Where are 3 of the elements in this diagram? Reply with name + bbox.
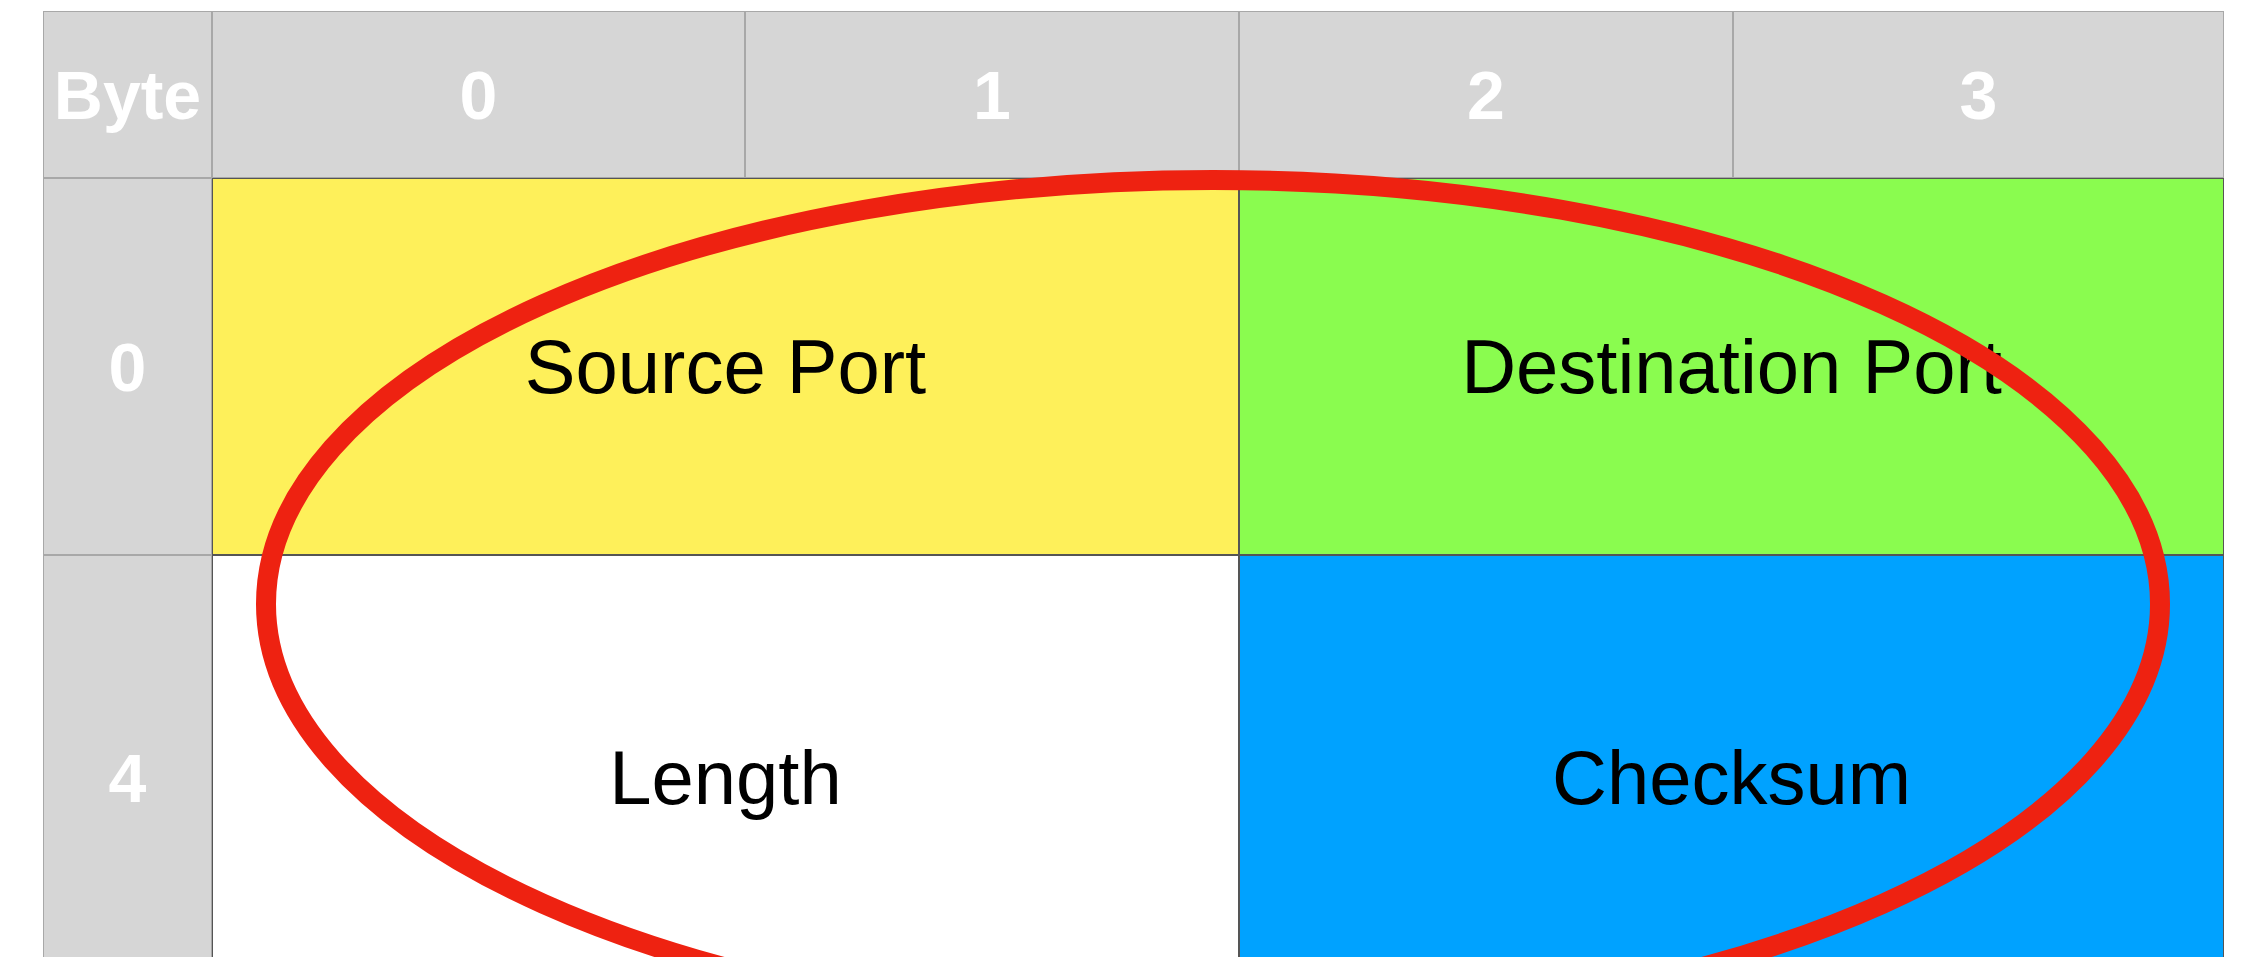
field-label: Source Port — [524, 323, 927, 410]
field-label: Length — [609, 734, 842, 821]
field-label: Checksum — [1552, 734, 1911, 821]
